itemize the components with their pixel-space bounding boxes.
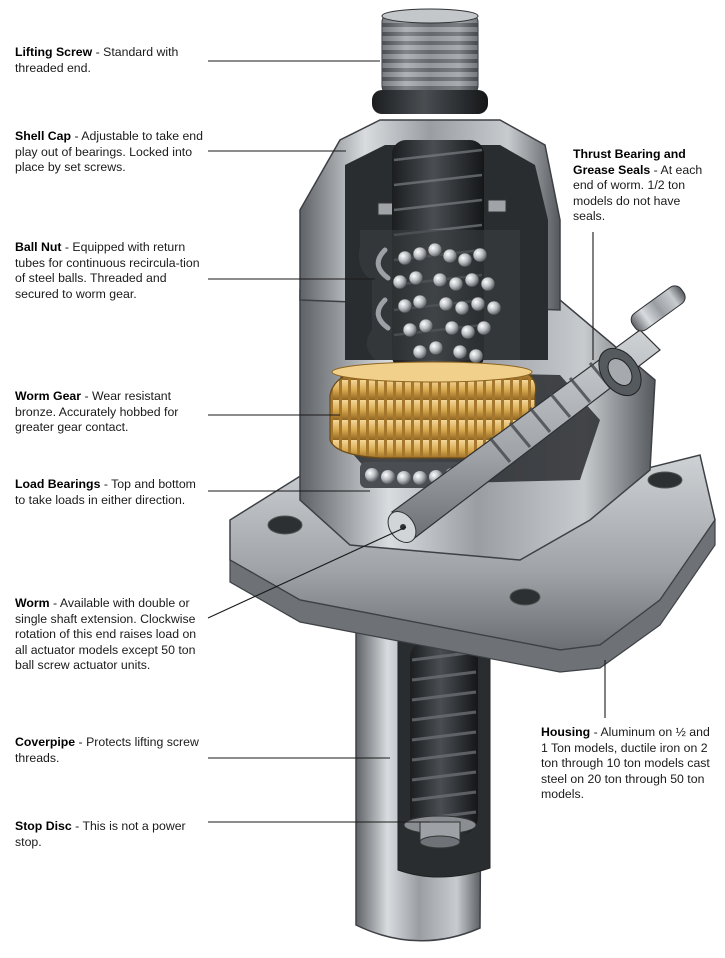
callout-text: Top and bottom to take loads in either d… <box>15 477 196 507</box>
stop-disc-graphic <box>403 815 477 849</box>
worm-gear-graphic <box>329 361 537 459</box>
callout-title: Worm <box>15 596 50 610</box>
ball-nut-graphic <box>358 230 520 364</box>
callout-worm-gear: Worm Gear - Wear resistant bronze. Accur… <box>15 389 179 434</box>
callout-title: Thrust Bearing and Grease Seals <box>573 147 686 177</box>
callout-text: Equipped with return tubes for continuou… <box>15 240 200 301</box>
leader-lines <box>207 60 606 823</box>
callout-title: Shell Cap <box>15 129 72 143</box>
callout-title: Lifting Screw <box>15 45 93 59</box>
callout-text: Standard with threaded end. <box>15 45 179 75</box>
callout-ball-nut: Ball Nut - Equipped with return tubes fo… <box>15 240 200 301</box>
callout-text: At each end of worm. 1/2 ton models do n… <box>573 162 703 224</box>
callout-coverpipe: Coverpipe - Protects lifting screw threa… <box>15 735 199 765</box>
callout-text: Available with double or single shaft ex… <box>15 596 197 672</box>
callout-title: Coverpipe <box>15 735 76 749</box>
callout-title: Ball Nut <box>15 240 62 254</box>
callout-load-bearings: Load Bearings - Top and bottom to take l… <box>15 477 196 507</box>
callout-text: Adjustable to take end play out of beari… <box>15 129 203 174</box>
coverpipe-graphic <box>355 599 491 942</box>
callout-text: Aluminum on ½ and 1 Ton models, ductile … <box>541 725 710 801</box>
callout-lifting-screw: Lifting Screw - Standard with threaded e… <box>15 45 179 75</box>
callout-title: Load Bearings <box>15 477 101 491</box>
worm-graphic <box>387 285 686 543</box>
load-bearings-graphic <box>360 462 470 488</box>
leader-worm <box>207 526 407 619</box>
callout-title: Housing <box>541 725 591 739</box>
callout-text: This is not a power stop. <box>15 819 186 849</box>
callout-title: Worm Gear <box>15 389 82 403</box>
callout-title: Stop Disc <box>15 819 72 833</box>
callout-text: Wear resistant bronze. Accurately hobbed… <box>15 389 179 434</box>
thrust-bearing-graphic <box>598 347 642 397</box>
callout-housing: Housing - Aluminum on ½ and 1 Ton models… <box>541 725 710 801</box>
callout-text: Protects lifting screw threads. <box>15 735 199 765</box>
callout-stop-disc: Stop Disc - This is not a power stop. <box>15 819 186 849</box>
callout-worm: Worm - Available with double or single s… <box>15 596 197 672</box>
callout-shell-cap: Shell Cap - Adjustable to take end play … <box>15 129 203 174</box>
callout-thrust-bearing: Thrust Bearing and Grease Seals - At eac… <box>573 147 703 224</box>
